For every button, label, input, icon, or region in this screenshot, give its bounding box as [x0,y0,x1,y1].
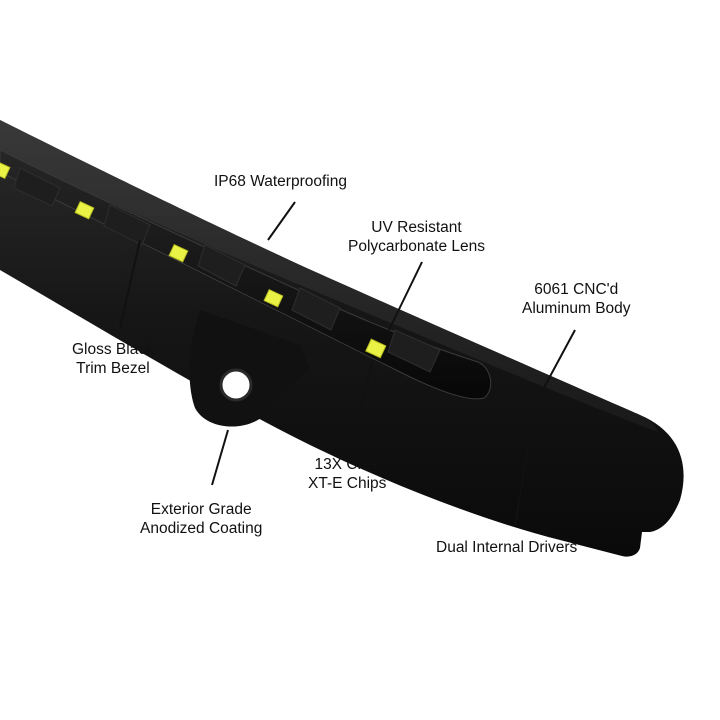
callout-aluminum-body: 6061 CNC'd Aluminum Body [522,280,631,318]
callout-line: 6061 CNC'd [534,281,619,298]
callout-line: UV Resistant [371,219,462,236]
callout-internal-drivers: Dual Internal Drivers [436,538,577,557]
reflector-cups [13,167,441,373]
leader-lines [119,201,576,526]
callout-line: 13X Cree [314,456,380,473]
callout-line: Exterior Grade [150,501,252,518]
callout-line: XT-E Chips [308,475,387,492]
callout-line: Polycarbonate Lens [348,238,486,255]
callout-line: Aluminum Body [522,300,631,317]
callout-line: Trim Bezel [76,360,150,377]
mounting-tab [189,310,310,427]
callout-cree-chips: 13X Cree XT-E Chips [308,455,386,493]
callout-uv-resistant-lens: UV Resistant Polycarbonate Lens [348,218,485,256]
callout-line: IP68 Waterproofing [214,173,347,190]
callout-trim-bezel: Gloss Black Trim Bezel [72,340,154,378]
callout-line: Gloss Black [72,341,154,358]
callout-line: Anodized Coating [140,520,263,537]
callout-anodized-coating: Exterior Grade Anodized Coating [140,500,262,538]
cree-led-chips [0,160,387,359]
callout-line: Dual Internal Drivers [436,539,578,556]
mounting-hole [219,368,253,402]
body-top-face [0,120,658,432]
callout-ip68-waterproofing: IP68 Waterproofing [214,172,347,191]
